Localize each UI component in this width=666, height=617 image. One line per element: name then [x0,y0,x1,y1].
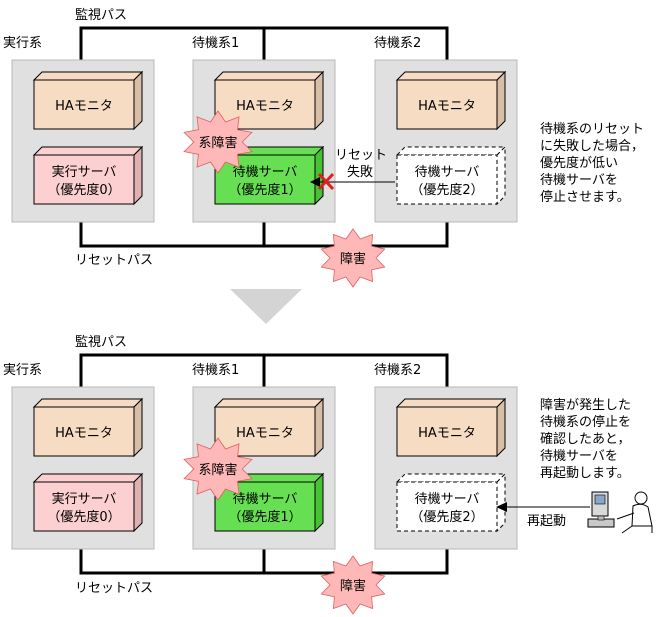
path-failure-burst-label: 障害 [340,251,366,267]
system-label-active: 実行系 [3,363,43,378]
ha-monitor-label: HAモニタ [236,426,294,441]
ha-monitor-label: HAモニタ [236,99,294,114]
ha-monitor-box [395,70,507,131]
ha-monitor-label: HAモニタ [55,426,113,441]
server-name-label: 待機サーバ [233,492,298,507]
ha-monitor-box [395,397,507,458]
x-mark-icon [317,172,335,191]
reset-path-label: リセットパス [75,581,154,596]
note-line: 待機サーバを [540,173,618,188]
path-failure-burst-label: 障害 [340,578,366,594]
system-failure-burst: 系障害 [183,110,253,174]
system-failure-burst: 系障害 [183,437,253,501]
note-line: 停止させます。 [540,190,630,205]
ha-monitor-label: HAモニタ [55,99,113,114]
reset-path [79,222,449,248]
operator-at-computer-icon [587,491,653,534]
system-label-active: 実行系 [3,36,43,51]
restart-label: 再起動 [527,514,567,529]
monitor-path [79,26,449,60]
system-label-standby2: 待機系2 [374,36,422,51]
note-line: 障害が発生した [540,398,632,413]
server-name-label: 実行サーバ [52,491,117,507]
server-priority-label: （優先度2） [410,509,483,525]
server-priority-label: （優先度0） [47,509,120,525]
restart-arrowhead [496,502,507,512]
server-name-label: 待機サーバ [415,165,480,180]
server-box [32,472,144,533]
server-name-label: 実行サーバ [52,164,117,180]
server-priority-label: （優先度1） [228,509,301,525]
system-failure-burst-label: 系障害 [198,135,237,151]
note-line: 待機系のリセット [540,122,645,137]
ha-monitor-label: HAモニタ [418,99,476,114]
system-label-standby2: 待機系2 [374,363,422,378]
system-failure-burst-label: 系障害 [198,462,237,478]
monitor-path-label: 監視パス [75,335,128,350]
reset-fail-label-line2: 失敗 [346,165,373,180]
monitor-path [79,353,449,387]
ha-monitor-box [32,70,144,131]
server-box [395,472,507,533]
down-triangle-icon [230,289,302,324]
note-line: 優先度が低い [540,156,619,171]
ha-monitor-box [32,397,144,458]
note-line: 確認したあと， [540,432,631,447]
server-name-label: 待機サーバ [233,165,298,180]
path-failure-burst: 障害 [320,555,386,615]
note-line: 待機系の停止を [540,415,632,430]
path-failure-burst: 障害 [320,228,386,288]
note-line: 再起動します。 [540,466,630,481]
note-line: 待機サーバを [540,449,618,464]
reset-path [79,549,449,575]
server-box [32,145,144,206]
system-label-standby1: 待機系1 [192,363,240,378]
note-line: に失敗した場合， [540,139,645,154]
reset-fail-label-line1: リセット [335,148,388,163]
ha-monitor-label: HAモニタ [418,426,476,441]
server-name-label: 待機サーバ [415,492,480,507]
server-priority-label: （優先度1） [228,182,301,198]
panel-after: HAモニタ実行サーバ（優先度0）HAモニタ待機サーバ（優先度1）HAモニタ待機サ… [11,353,653,615]
reset-path-label: リセットパス [75,253,154,268]
server-priority-label: （優先度0） [47,182,120,198]
system-label-standby1: 待機系1 [192,36,240,51]
server-priority-label: （優先度2） [410,182,483,198]
reset-fail-arrowhead [310,177,320,187]
server-box [395,145,507,206]
ha-monitor-box [213,397,325,458]
monitor-path-label: 監視パス [75,8,128,23]
